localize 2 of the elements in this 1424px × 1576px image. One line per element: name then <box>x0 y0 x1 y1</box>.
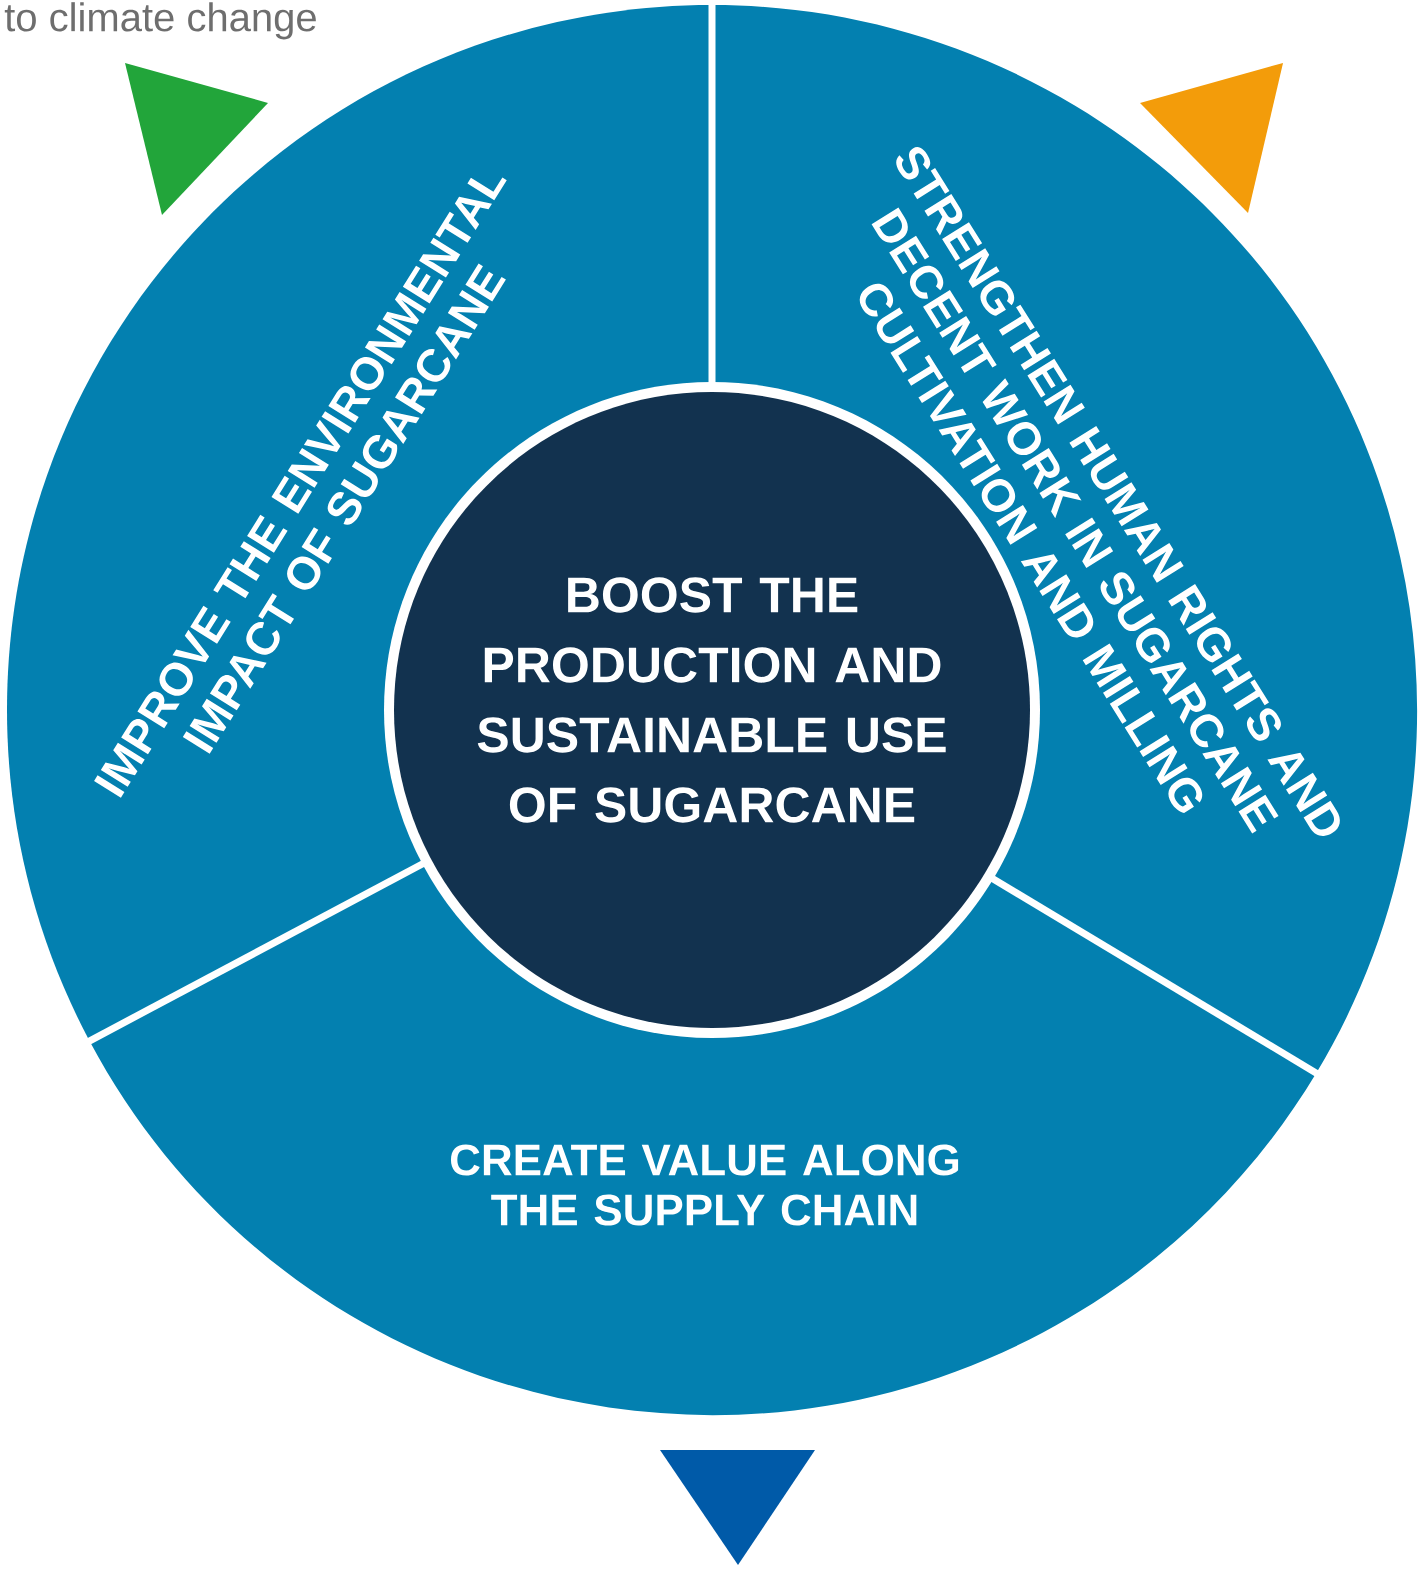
heading-fragment: to climate change <box>4 2 316 40</box>
node-label: CREATE VALUE ALONG THE SUPPLY CHAIN <box>450 1144 959 1226</box>
